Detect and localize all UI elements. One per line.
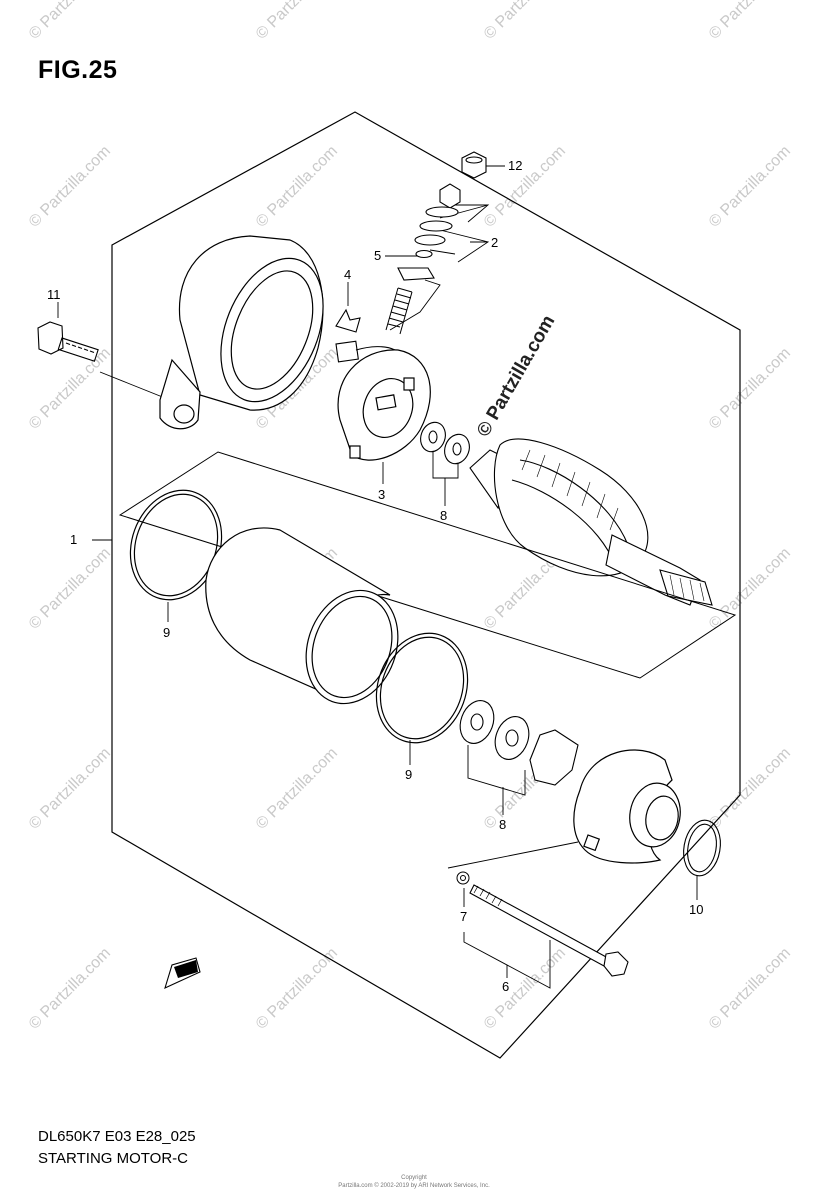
part-2-washers[interactable] [397,183,461,281]
watermark-text: © Partzilla.com [253,0,341,43]
callout-9-left: 9 [163,625,170,640]
yoke-box [118,451,737,679]
callout-8-lower: 8 [499,817,506,832]
watermark-text: © Partzilla.com [26,345,114,433]
watermark-text: © Partzilla.com [706,745,794,833]
part-9-o-ring-right[interactable] [362,620,483,755]
watermark-text: © Partzilla.com [706,545,794,633]
yoke-cylinder[interactable] [205,527,413,717]
watermark-text: © Partzilla.com [26,545,114,633]
diagram-name: STARTING MOTOR-C [38,1150,188,1167]
callout-8-upper: 8 [440,508,447,523]
watermark-text: © Partzilla.com [26,0,114,43]
armature[interactable] [469,438,713,606]
watermark-text: © Partzilla.com [706,143,794,231]
callout-9-right: 9 [405,767,412,782]
assembly-outline [111,111,741,1059]
watermark-text: © Partzilla.com [253,143,341,231]
part-12-nut[interactable] [461,151,487,179]
part-10-o-ring[interactable] [679,817,724,878]
callout-5: 5 [374,248,381,263]
figure-title: FIG.25 [38,56,118,84]
watermark-text: © Partzilla.com [26,945,114,1033]
watermark-text: © Partzilla.com [26,745,114,833]
watermark-text: © Partzilla.com [706,0,794,43]
watermark-text: © Partzilla.com [706,345,794,433]
fwd-arrow-icon [164,957,201,990]
watermark-text: © Partzilla.com [706,945,794,1033]
callout-1: 1 [70,532,77,547]
watermark-text: © Partzilla.com [253,745,341,833]
part-8-washers-upper[interactable] [417,419,474,467]
part-8-washers-lower[interactable] [454,696,579,786]
callout-2: 2 [491,235,498,250]
brush-spring[interactable] [385,287,413,335]
drive-end-housing[interactable] [573,749,685,864]
copyright-line-2: Partzilla.com © 2002-2019 by ARI Network… [338,1183,490,1189]
diagram-code: DL650K7 E03 E28_025 [38,1128,196,1145]
watermark-text: © Partzilla.com [26,143,114,231]
part-3-brush-plate[interactable] [337,349,431,461]
copyright-notice: Copyright Partzilla.com © 2002-2019 by A… [0,1174,828,1190]
callout-7: 7 [460,909,467,924]
callout-4: 4 [344,267,351,282]
part-11-bolt[interactable] [37,321,99,362]
callout-labels: 1 12 2 5 4 11 3 8 9 9 8 10 7 6 [47,158,703,994]
callout-3: 3 [378,487,385,502]
callout-10: 10 [689,902,703,917]
part-6-through-bolt[interactable] [469,884,629,977]
callout-11: 11 [47,287,61,302]
watermark-text: © Partzilla.com [481,143,569,231]
copyright-line-1: Copyright [401,1175,427,1181]
part-7-washer[interactable] [456,871,470,885]
part-4-brush[interactable] [335,308,396,363]
end-cover[interactable] [159,235,343,430]
watermark-text: © Partzilla.com [481,0,569,43]
leader-lines [57,165,698,989]
callout-6: 6 [502,979,509,994]
callout-12: 12 [508,158,522,173]
